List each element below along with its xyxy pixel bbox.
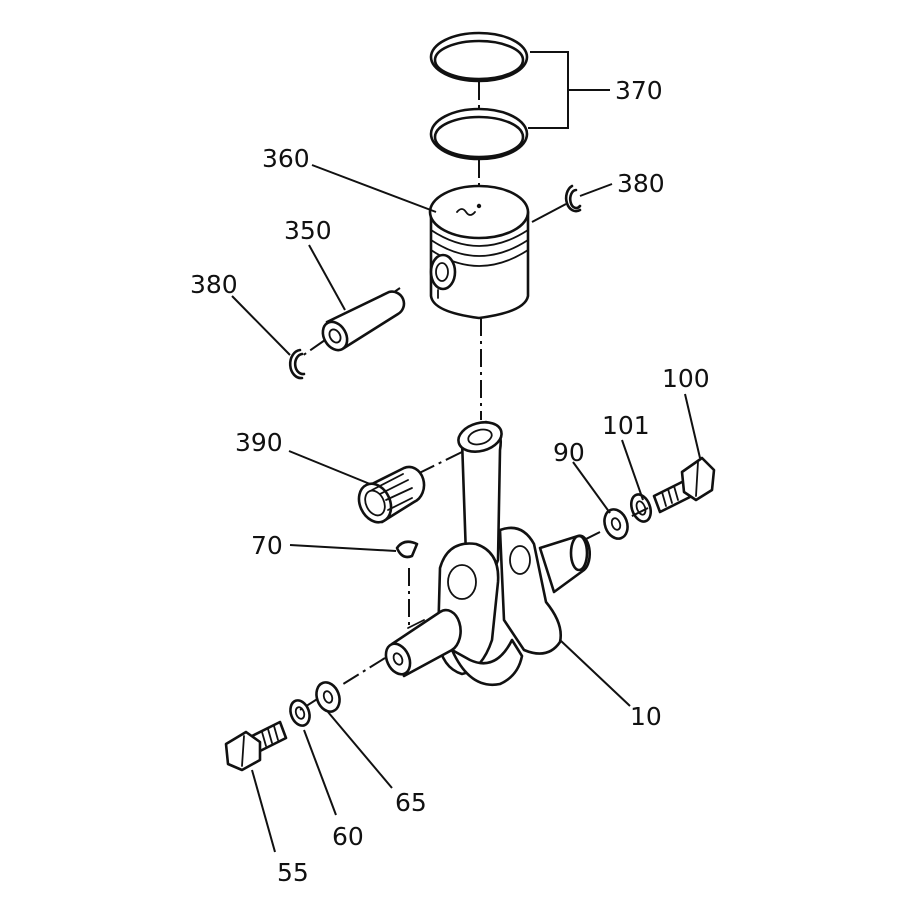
callout-390: 390 [235,428,283,457]
leader-lines [231,51,701,853]
callout-70: 70 [251,531,283,560]
callout-90: 90 [553,438,585,467]
callout-370: 370 [615,76,663,105]
bolt-100 [652,456,716,514]
callout-100: 100 [662,364,710,393]
callout-360: 360 [262,144,310,173]
callout-350: 350 [284,216,332,245]
lock-washer-101 [629,493,653,523]
circlip-right [564,184,582,213]
callout-101: 101 [602,411,650,440]
callout-65: 65 [395,788,427,817]
needle-bearing [357,465,426,524]
washer-90 [603,508,629,540]
callout-10: 10 [630,702,662,731]
piston [428,184,530,320]
crankshaft-assembly [384,420,592,687]
piston-ring-lower [429,107,529,161]
piston-ring-upper [429,31,529,83]
callout-55: 55 [277,858,309,887]
bolt-55 [224,720,288,772]
lock-washer-60 [289,699,311,727]
piston-pin [321,290,406,352]
washer-65 [315,681,341,713]
callout-380-left: 380 [190,270,238,299]
woodruff-key [395,540,419,559]
circlip-left [288,348,306,380]
callout-380-right: 380 [617,169,665,198]
callout-60: 60 [332,822,364,851]
